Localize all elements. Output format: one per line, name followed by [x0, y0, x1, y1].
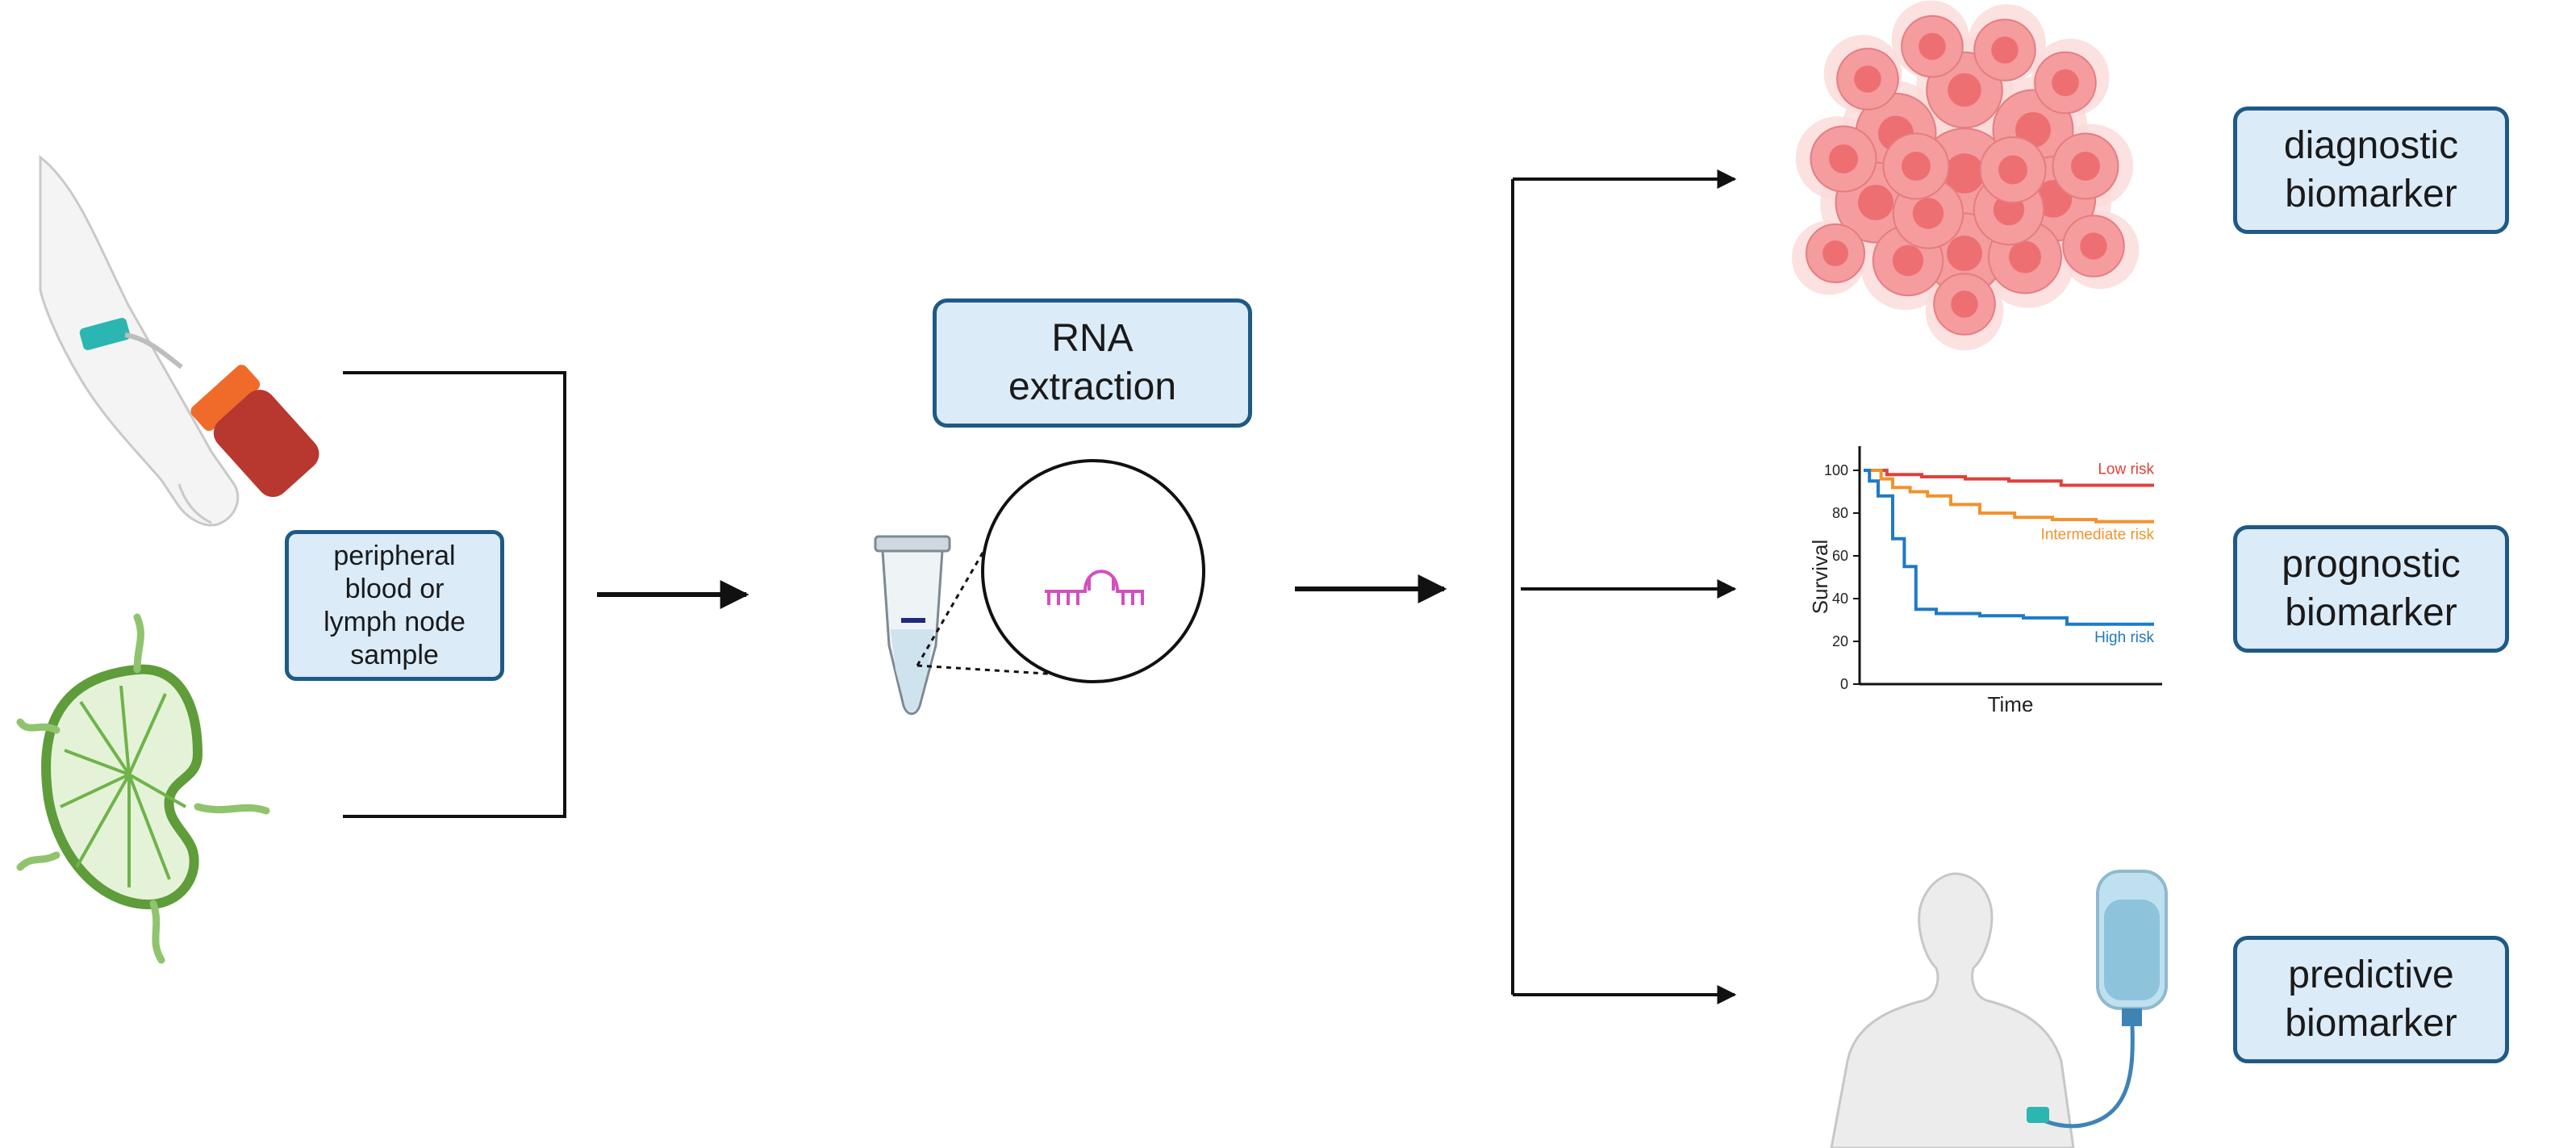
tumor-cell-nucleus — [1902, 152, 1931, 181]
series-label: Intermediate risk — [2041, 527, 2155, 544]
rna-extraction-box: RNA extraction — [933, 298, 1252, 428]
predictive-biomarker-label: predictive biomarker — [2285, 954, 2457, 1045]
tumor-cell-nucleus — [1854, 65, 1881, 93]
tumor-cell-nucleus — [1912, 198, 1944, 229]
series-label: High risk — [2094, 629, 2154, 646]
tumor-cell-nucleus — [1918, 32, 1946, 61]
rna-extraction-label: RNA extraction — [1008, 317, 1177, 408]
y-tick-label: 80 — [1832, 505, 1848, 521]
tumor-cell-nucleus — [1998, 155, 2027, 185]
series-label: Low risk — [2098, 461, 2154, 478]
y-tick-label: 40 — [1832, 591, 1848, 607]
arm-blood-draw-icon — [39, 154, 319, 527]
tube-icon — [874, 535, 951, 716]
prognostic-biomarker-box: prognostic biomarker — [2233, 525, 2509, 653]
tumor-cells-icon — [1792, 0, 2140, 351]
tumor-cell-nucleus — [2071, 152, 2100, 181]
tumor-cell-nucleus — [2080, 232, 2107, 260]
tumor-cell-nucleus — [1948, 73, 1981, 107]
patient-iv-icon — [1830, 870, 2168, 1148]
tumor-cell-nucleus — [1947, 236, 1982, 271]
predictive-biomarker-box: predictive biomarker — [2233, 936, 2509, 1063]
tumor-cell-nucleus — [1822, 240, 1848, 266]
sample-box: peripheral blood or lymph node sample — [285, 530, 504, 681]
chart-y-label: Survival — [1808, 540, 1832, 614]
branch-arrows — [1511, 169, 1737, 1004]
tumor-cell-nucleus — [1829, 144, 1858, 173]
tumor-cell-nucleus — [1951, 290, 1978, 318]
tumor-cell-nucleus — [1858, 185, 1893, 220]
survival-series-line — [1864, 469, 2154, 487]
prognostic-biomarker-label: prognostic biomarker — [2282, 543, 2461, 634]
diagnostic-biomarker-box: diagnostic biomarker — [2233, 106, 2509, 234]
diagnostic-biomarker-label: diagnostic biomarker — [2283, 124, 2459, 215]
sample-label: peripheral blood or lymph node sample — [324, 540, 466, 670]
y-tick-label: 20 — [1832, 633, 1848, 649]
tumor-cell-nucleus — [1892, 244, 1924, 277]
zoom-circle — [981, 459, 1205, 683]
chart-x-label: Time — [1988, 692, 2034, 716]
y-tick-label: 100 — [1824, 462, 1848, 478]
tumor-cell-nucleus — [1991, 36, 2019, 64]
survival-series-line — [1864, 469, 2154, 524]
lymph-node-icon — [16, 613, 270, 964]
tumor-cell-nucleus — [2052, 69, 2079, 97]
tumor-cell-nucleus — [1944, 153, 1985, 194]
survival-series-line — [1864, 469, 2154, 626]
tumor-cell-nucleus — [2009, 240, 2041, 273]
y-tick-label: 60 — [1832, 548, 1848, 564]
y-tick-label: 0 — [1840, 676, 1848, 692]
sample-bracket — [343, 371, 566, 818]
rna-strand-icon — [1045, 570, 1144, 605]
